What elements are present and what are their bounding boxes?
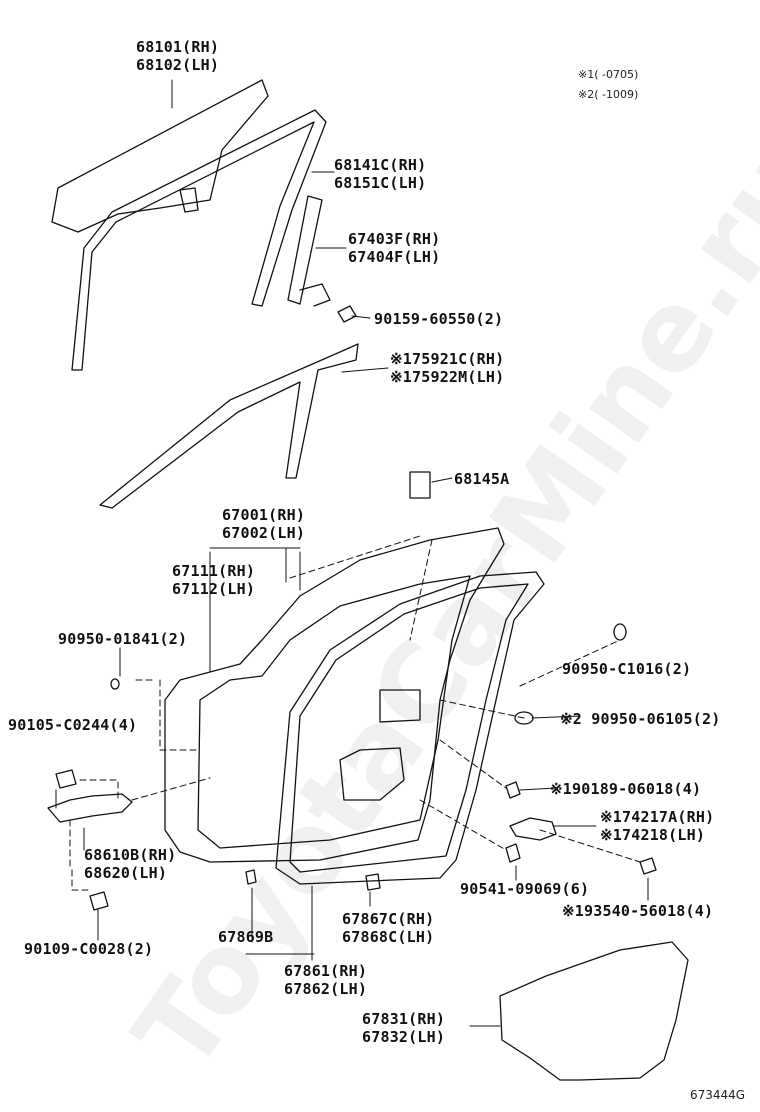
label-75922m: ※175922M(LH) xyxy=(390,368,505,386)
label-67868c: 67868C(LH) xyxy=(342,928,435,946)
label-67862: 67862(LH) xyxy=(284,980,368,998)
label-90105: 90105-C0244(4) xyxy=(8,716,138,734)
label-90159: 90159-60550(2) xyxy=(374,310,504,328)
service-hole-cover-shape xyxy=(499,941,689,1081)
door-glass-shape xyxy=(51,79,269,233)
door-panel-shape xyxy=(164,527,505,863)
division-bar-shape xyxy=(287,195,323,305)
pad-shape xyxy=(409,471,431,499)
note-1: ※1( -0705) xyxy=(578,68,639,81)
label-90950-c1016: 90950-C1016(2) xyxy=(562,660,692,678)
label-93540: ※193540-56018(4) xyxy=(562,902,714,920)
bolt-shape xyxy=(337,305,357,323)
label-68141c: 68141C(RH) xyxy=(334,156,427,174)
label-67831: 67831(RH) xyxy=(362,1010,446,1028)
label-67832: 67832(LH) xyxy=(362,1028,446,1046)
label-68101: 68101(RH) xyxy=(136,38,220,56)
label-75921c: ※175921C(RH) xyxy=(390,350,505,368)
label-68102: 68102(LH) xyxy=(136,56,220,74)
label-68610b: 68610B(RH) xyxy=(84,846,177,864)
weatherstrip-shape xyxy=(275,571,545,885)
label-68620: 68620(LH) xyxy=(84,864,168,882)
label-90189: ※190189-06018(4) xyxy=(550,780,702,798)
diagram-code: 673444G xyxy=(690,1088,746,1102)
label-67869b: 67869B xyxy=(218,928,274,946)
glass-run-shape xyxy=(71,109,327,371)
label-67867c: 67867C(RH) xyxy=(342,910,435,928)
note-2: ※2( -1009) xyxy=(578,88,639,101)
hinge-shape xyxy=(47,793,133,823)
label-90950-01841: 90950-01841(2) xyxy=(58,630,188,648)
label-67404f: 67404F(LH) xyxy=(348,248,441,266)
label-67861: 67861(RH) xyxy=(284,962,368,980)
label-67002: 67002(LH) xyxy=(222,524,306,542)
label-67111: 67111(RH) xyxy=(172,562,256,580)
label-90109: 90109-C0028(2) xyxy=(24,940,154,958)
door-check-shape xyxy=(509,817,557,841)
label-68151c: 68151C(LH) xyxy=(334,174,427,192)
label-74218: ※174218(LH) xyxy=(600,826,706,844)
label-90950-06105: ※2 90950-06105(2) xyxy=(560,710,721,728)
label-68145a: 68145A xyxy=(454,470,510,488)
label-67112: 67112(LH) xyxy=(172,580,256,598)
label-90541: 90541-09069(6) xyxy=(460,880,590,898)
label-67403f: 67403F(RH) xyxy=(348,230,441,248)
belt-moulding-shape xyxy=(99,343,359,509)
label-67001: 67001(RH) xyxy=(222,506,306,524)
label-74217a: ※174217A(RH) xyxy=(600,808,715,826)
